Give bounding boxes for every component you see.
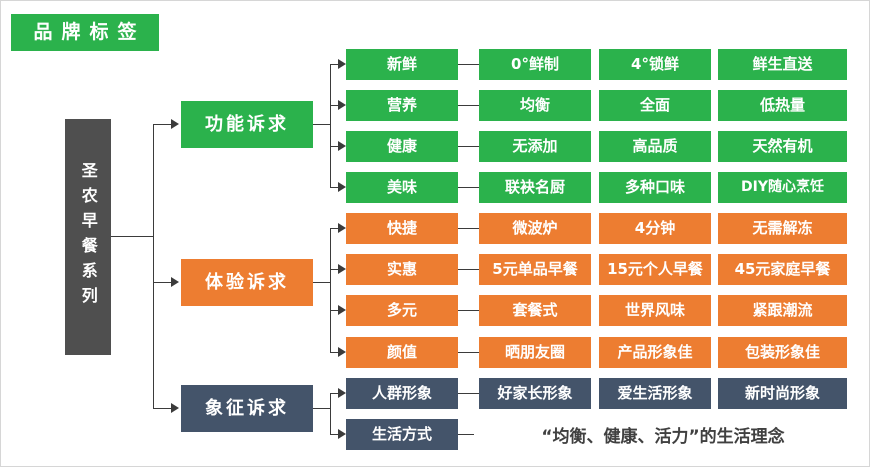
connector — [330, 105, 338, 106]
connector — [330, 187, 338, 188]
arrow-icon — [338, 388, 346, 398]
connector — [330, 310, 338, 311]
arrow-icon — [338, 100, 346, 110]
connector — [458, 269, 479, 270]
row-value: 均衡 — [479, 90, 591, 121]
root-node: 圣农早餐系列 — [65, 119, 111, 355]
row-value: 世界风味 — [599, 295, 711, 326]
arrow-icon — [171, 277, 179, 287]
row-value: 好家长形象 — [479, 378, 591, 409]
row-label: 生活方式 — [346, 419, 458, 450]
connector — [153, 282, 171, 283]
row-label: 实惠 — [346, 254, 458, 285]
connector — [330, 228, 331, 353]
connector — [153, 124, 171, 125]
row-label: 快捷 — [346, 213, 458, 244]
connector — [458, 187, 479, 188]
row-label: 健康 — [346, 131, 458, 162]
row-label: 美味 — [346, 172, 458, 203]
connector — [330, 352, 338, 353]
connector — [330, 393, 338, 394]
connector — [313, 408, 330, 409]
connector — [458, 352, 479, 353]
arrow-icon — [338, 182, 346, 192]
arrow-icon — [338, 264, 346, 274]
row-value: 15元个人早餐 — [599, 254, 711, 285]
row-value: 鲜生直送 — [718, 49, 847, 80]
connector — [111, 236, 153, 237]
connector — [458, 64, 479, 65]
row-value: 无添加 — [479, 131, 591, 162]
row-value: 4°锁鲜 — [599, 49, 711, 80]
row-value: 爱生活形象 — [599, 378, 711, 409]
row-value: 包装形象佳 — [718, 337, 847, 368]
branch-functional: 功能诉求 — [181, 101, 313, 148]
row-value: 全面 — [599, 90, 711, 121]
arrow-icon — [171, 403, 179, 413]
row-value: 天然有机 — [718, 131, 847, 162]
row-value: 45元家庭早餐 — [718, 254, 847, 285]
row-value: 联袂名厨 — [479, 172, 591, 203]
row-value: 低热量 — [718, 90, 847, 121]
connector — [153, 124, 154, 409]
connector — [458, 105, 479, 106]
row-label: 营养 — [346, 90, 458, 121]
connector — [330, 64, 331, 188]
connector — [330, 434, 338, 435]
arrow-icon — [338, 141, 346, 151]
row-value: 5元单品早餐 — [479, 254, 591, 285]
connector — [330, 146, 338, 147]
branch-symbolic: 象征诉求 — [181, 385, 313, 432]
row-label: 颜值 — [346, 337, 458, 368]
row-label: 新鲜 — [346, 49, 458, 80]
row-label: 多元 — [346, 295, 458, 326]
connector — [330, 269, 338, 270]
row-value: 产品形象佳 — [599, 337, 711, 368]
connector — [458, 393, 479, 394]
row-value: 紧跟潮流 — [718, 295, 847, 326]
branch-experience: 体验诉求 — [181, 259, 313, 306]
row-value: 微波炉 — [479, 213, 591, 244]
connector — [330, 64, 338, 65]
row-value: DIY随心烹饪 — [718, 172, 847, 203]
arrow-icon — [338, 305, 346, 315]
row-value: 无需解冻 — [718, 213, 847, 244]
row-value: 0°鲜制 — [479, 49, 591, 80]
row-value: 晒朋友圈 — [479, 337, 591, 368]
title-badge: 品牌标签 — [11, 14, 159, 51]
connector — [330, 393, 331, 435]
connector — [330, 228, 338, 229]
row-value: 套餐式 — [479, 295, 591, 326]
arrow-icon — [338, 347, 346, 357]
arrow-icon — [338, 223, 346, 233]
connector — [458, 434, 474, 435]
connector — [458, 146, 479, 147]
connector — [153, 408, 171, 409]
connector — [313, 124, 330, 125]
arrow-icon — [171, 119, 179, 129]
arrow-icon — [338, 429, 346, 439]
row-label: 人群形象 — [346, 378, 458, 409]
connector — [313, 282, 330, 283]
lifestyle-statement: “均衡、健康、活力”的生活理念 — [541, 427, 785, 447]
row-value: 4分钟 — [599, 213, 711, 244]
row-value: 高品质 — [599, 131, 711, 162]
connector — [458, 228, 479, 229]
connector — [458, 310, 479, 311]
row-value: 多种口味 — [599, 172, 711, 203]
arrow-icon — [338, 59, 346, 69]
row-value: 新时尚形象 — [718, 378, 847, 409]
